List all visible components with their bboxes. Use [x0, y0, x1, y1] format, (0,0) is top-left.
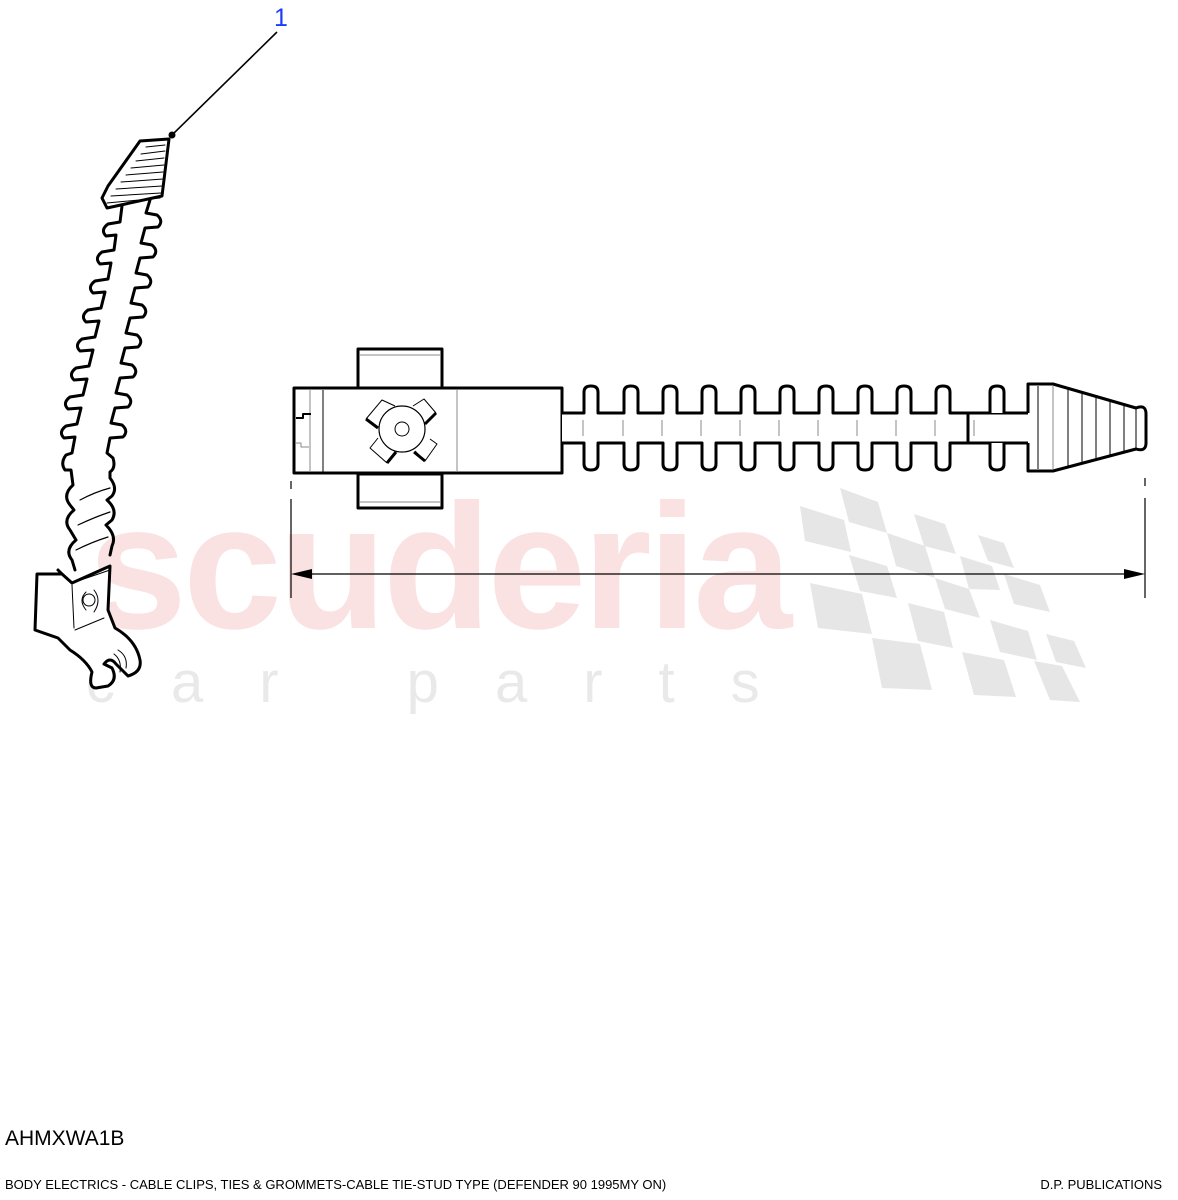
arrow-left-icon	[291, 569, 312, 579]
callout-leader-1	[168, 31, 278, 139]
dimension-line	[290, 478, 1146, 598]
rib-detail-lines	[582, 420, 936, 436]
callout-number-1[interactable]: 1	[274, 4, 288, 32]
diagram-code: AHMXWA1B	[5, 1127, 125, 1150]
cable-tie-straight-view	[292, 347, 1148, 510]
diagram-caption: BODY ELECTRICS - CABLE CLIPS, TIES & GRO…	[5, 1177, 667, 1192]
hatch-lines	[106, 144, 166, 204]
publisher-label: D.P. PUBLICATIONS	[1040, 1177, 1162, 1192]
watermark-checker-flag-icon	[800, 488, 1086, 702]
cable-tie-curved-view	[33, 137, 171, 690]
stud-lock-icon	[365, 398, 438, 464]
tail-taper-lines	[1037, 386, 1137, 469]
watermark-sub-text: car parts	[86, 650, 816, 715]
arrow-right-icon	[1124, 569, 1145, 579]
